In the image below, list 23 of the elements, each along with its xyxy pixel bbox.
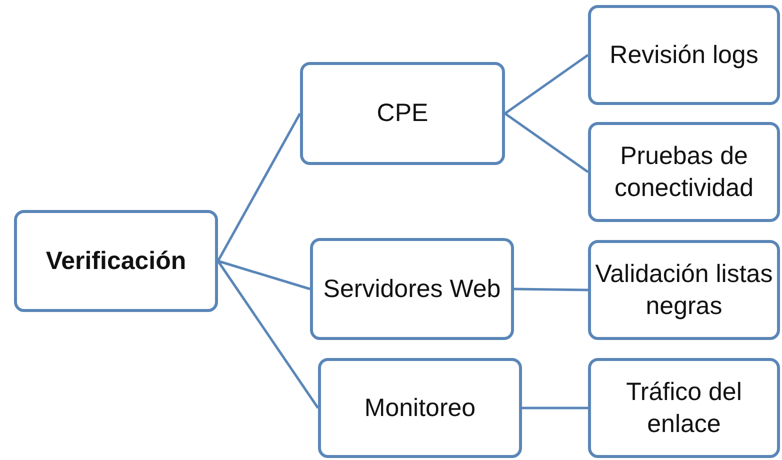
box-label: Pruebas de conectividad: [614, 140, 754, 204]
process-box: [14, 210, 218, 312]
box-label: Verificación: [46, 246, 186, 277]
connector-line: [218, 260, 310, 290]
box-label: Validación listas negras: [594, 258, 774, 322]
process-box: [588, 358, 780, 458]
box-label: Tráfico del enlace: [625, 376, 743, 440]
process-box: [310, 238, 514, 340]
process-box: [588, 240, 780, 340]
box-label: Revisión logs: [610, 40, 758, 71]
box-label: Monitoreo: [364, 392, 476, 424]
box-label: CPE: [376, 98, 428, 130]
process-box: [588, 122, 780, 222]
connector-line: [216, 260, 320, 409]
process-box: [318, 358, 522, 458]
process-box: [300, 62, 505, 165]
process-box: [588, 5, 780, 105]
connector-line: [216, 112, 302, 262]
connector-line: [514, 288, 588, 292]
connector-line: [504, 54, 589, 115]
connector-line: [504, 112, 589, 174]
box-label: Servidores Web: [323, 274, 501, 305]
connector-line: [522, 406, 588, 410]
